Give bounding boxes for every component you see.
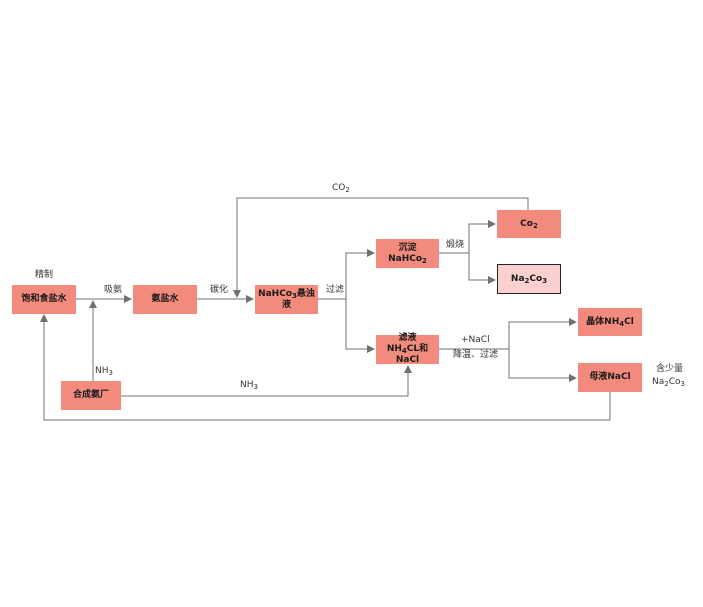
node-ammonia-plant: 合成氨厂 — [61, 381, 121, 410]
node-saturated-brine: 饱和食盐水 — [12, 285, 76, 314]
node-crystal-nh4cl: 晶体NH4Cl — [578, 308, 642, 336]
node-mother-liquor: 母液NaCl — [578, 363, 642, 392]
label-calcine: 煅烧 — [446, 240, 465, 250]
label-nh3-right: NH3 — [240, 380, 258, 391]
arrow-plant-to-filtrate — [121, 365, 412, 397]
arrow-mother-liquor-recycle — [40, 314, 611, 421]
node-co2-product: Co2 — [497, 210, 561, 238]
arrow-co2-recycle — [233, 197, 529, 298]
label-nh3-up: NH3 — [95, 366, 113, 377]
arrow-to-crystal — [508, 318, 577, 349]
arrow-to-mother-liquor — [508, 349, 577, 382]
label-contains-na2co3: Na2Co3 — [652, 377, 685, 388]
label-carbonation: 碳化 — [210, 285, 229, 295]
node-na2co3-product: Na2Co3 — [497, 264, 561, 294]
label-absorb-ammonia: 吸氨 — [104, 285, 123, 295]
node-ammonia-brine: 氨盐水 — [133, 285, 197, 314]
label-cool-filter: 降温、过滤 — [453, 350, 499, 360]
label-co2-recycle: CO2 — [332, 183, 350, 194]
label-contains-small: 含少量 — [656, 364, 684, 374]
node-suspension: NaHCo3悬浊液 — [255, 285, 318, 314]
arrow-to-co2-product — [468, 220, 496, 253]
arrow-to-na2co3-product — [468, 253, 496, 284]
label-refine: 精制 — [35, 270, 54, 280]
label-filter: 过滤 — [326, 285, 345, 295]
label-add-nacl: +NaCl — [461, 335, 490, 345]
node-precipitate: 沉淀 NaHCo2 — [376, 239, 439, 268]
arrow-split-to-filtrate — [345, 299, 375, 353]
arrow-split-to-precipitate — [345, 249, 375, 299]
node-filtrate: 滤液 NH4CL和NaCl — [376, 333, 439, 365]
